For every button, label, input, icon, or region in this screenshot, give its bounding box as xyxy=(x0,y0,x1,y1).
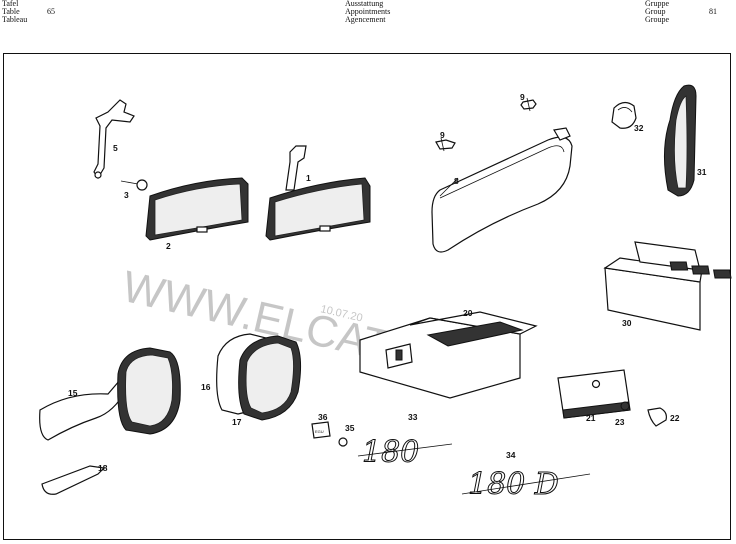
diagram-frame xyxy=(3,53,731,540)
part-18-bracket-plate xyxy=(41,465,106,495)
callout-21: 21 xyxy=(586,413,596,423)
part-22-knob xyxy=(647,407,667,427)
header-left-en: Table xyxy=(2,7,20,16)
part-8-sun-visor xyxy=(431,127,573,253)
header-right: Gruppe Group Groupe xyxy=(645,0,669,24)
header-center-fr: Agencement xyxy=(345,15,386,24)
callout-2: 2 xyxy=(166,241,171,251)
header-center: Ausstattung Appointments Agencement xyxy=(345,0,390,24)
part-32-cap xyxy=(611,101,637,129)
header-left-de: Tafel xyxy=(2,0,19,8)
part-34-emblem: 180 D xyxy=(461,467,591,503)
callout-20: 20 xyxy=(463,308,473,318)
callout-18: 18 xyxy=(98,463,108,473)
callout-22: 22 xyxy=(670,413,680,423)
emblem-180d: 180 D xyxy=(468,467,559,502)
part-33-emblem: 180 xyxy=(357,435,453,471)
callout-23: 23 xyxy=(615,417,625,427)
part-17-mirror-head xyxy=(238,335,302,421)
header-left-fr: Tableau xyxy=(2,15,28,24)
part-1-interior-mirror xyxy=(265,145,371,241)
callout-15: 15 xyxy=(68,388,78,398)
part-2-interior-mirror xyxy=(145,177,249,241)
callout-35: 35 xyxy=(345,423,355,433)
callout-31: 31 xyxy=(697,167,707,177)
callout-36: 36 xyxy=(318,412,328,422)
header-center-de: Ausstattung xyxy=(345,0,384,8)
part-3-screw xyxy=(120,179,148,191)
group-number: 81 xyxy=(709,7,717,16)
emblem-180: 180 xyxy=(362,435,419,470)
callout-1: 1 xyxy=(306,173,311,183)
callout-8: 8 xyxy=(454,176,459,186)
part-36-label: EGU xyxy=(315,429,324,434)
part-21-lid xyxy=(557,369,631,419)
callout-9-upper: 9 xyxy=(520,92,525,102)
callout-3: 3 xyxy=(124,190,129,200)
callout-9-lower: 9 xyxy=(440,130,445,140)
part-5-bracket xyxy=(93,99,135,180)
callout-16: 16 xyxy=(201,382,211,392)
header-right-en: Group xyxy=(645,7,666,16)
callout-34: 34 xyxy=(506,450,516,460)
callout-32: 32 xyxy=(634,123,644,133)
callout-5: 5 xyxy=(113,143,118,153)
part-30-ashtray xyxy=(603,241,732,331)
part-35-grommet xyxy=(338,437,348,447)
header-center-en: Appointments xyxy=(345,7,391,16)
part-31-strap xyxy=(663,84,697,197)
part-20-glove-box xyxy=(359,311,538,399)
part-23-washer xyxy=(620,401,630,411)
table-number: 65 xyxy=(47,7,55,16)
header-right-de: Gruppe xyxy=(645,0,669,8)
callout-17: 17 xyxy=(232,417,242,427)
header-right-fr: Groupe xyxy=(645,15,669,24)
header-left: Tafel Table Tableau xyxy=(2,0,27,24)
part-9-clip-upper xyxy=(520,97,537,112)
part-15-exterior-mirror xyxy=(39,347,181,441)
callout-labels: 1 2 3 5 8 9 9 15 16 17 18 20 21 22 23 30… xyxy=(68,92,707,473)
part-9-clip-lower xyxy=(435,137,456,152)
callout-33: 33 xyxy=(408,412,418,422)
part-36-badge xyxy=(311,421,331,439)
callout-30: 30 xyxy=(622,318,632,328)
